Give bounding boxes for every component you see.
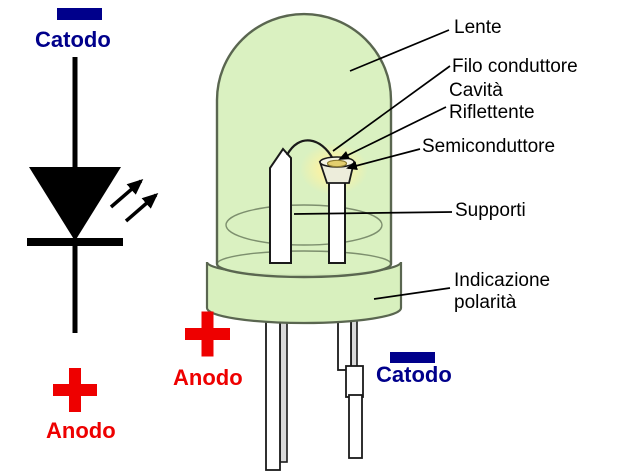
supports-label: Supporti — [455, 200, 526, 221]
polarity-leader-line — [373, 287, 451, 300]
anode-symbol-label: Anodo — [46, 418, 116, 443]
led-cathode-minus-icon — [390, 352, 435, 363]
cathode-minus-icon — [57, 8, 102, 20]
bond-wire-label: Filo conduttore — [452, 56, 578, 77]
support-post-anvil — [269, 147, 292, 264]
led-polarity-icons — [185, 311, 435, 363]
polarity-label: Indicazione polarità — [454, 270, 551, 313]
led-illustration — [205, 12, 403, 471]
light-emission-arrow-2 — [124, 193, 159, 223]
semiconductor-chip — [326, 159, 348, 168]
reflective-cavity-label: Cavità Riflettente — [449, 80, 535, 123]
cavity-leader-line — [338, 106, 447, 160]
led-body — [217, 14, 391, 277]
anode-leg-front-face — [265, 309, 281, 471]
semiconductor-label: Semiconduttore — [422, 136, 556, 157]
led-anode-label: Anodo — [173, 365, 243, 390]
bond-wire-leader-line — [332, 65, 451, 152]
led-cathode-leg — [337, 309, 364, 459]
diode-cathode-bar — [27, 238, 123, 246]
support-post-cathode — [328, 181, 346, 264]
cathode-leg-lower — [348, 394, 363, 459]
lens-leader-line — [349, 29, 450, 72]
led-anode-leg — [265, 309, 288, 471]
semiconductor-leader-line — [346, 148, 421, 171]
cathode-symbol-label: Catodo — [35, 27, 111, 52]
plus-vertical-bar — [69, 368, 81, 412]
diode-triangle — [29, 167, 121, 241]
led-cathode-label: Catodo — [376, 362, 452, 387]
light-emission-arrow-1 — [109, 179, 144, 209]
lens-label: Lente — [454, 17, 502, 38]
label-leader-lines — [293, 29, 453, 300]
led-inner-seat-edge — [225, 204, 383, 246]
led-anode-plus-icon — [185, 311, 230, 357]
bond-wire — [286, 139, 334, 160]
anode-plus-icon — [53, 368, 97, 412]
anode-leg-side-face — [279, 309, 288, 463]
diode-symbol — [27, 8, 159, 412]
plus-vertical-bar — [201, 311, 214, 357]
supports-leader-line — [293, 211, 453, 215]
led-body-outline — [215, 12, 393, 279]
cathode-leg-crimp — [345, 365, 364, 398]
